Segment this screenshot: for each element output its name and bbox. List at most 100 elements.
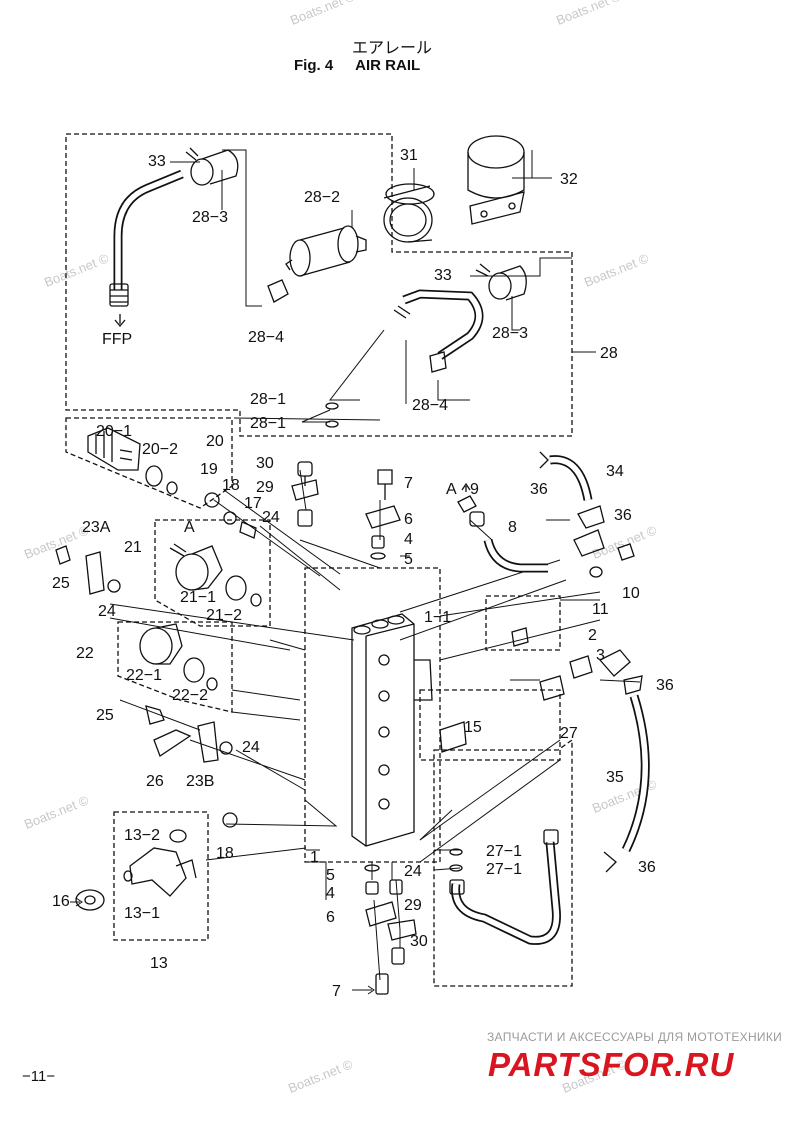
label-28: 28 xyxy=(600,345,618,362)
injector-13-1 xyxy=(123,829,197,897)
nut-18-top xyxy=(223,511,237,525)
label-27-1-b: 27−1 xyxy=(486,861,522,878)
regulator-22-1 xyxy=(139,623,183,665)
oring-20-2-b xyxy=(166,481,178,495)
label-36-c: 36 xyxy=(656,677,674,694)
label-22-1: 22−1 xyxy=(126,667,162,684)
label-27-1-a: 27−1 xyxy=(486,843,522,860)
clip-36-b xyxy=(577,505,605,529)
label-24-left: 24 xyxy=(98,603,116,620)
label-19: 19 xyxy=(200,461,218,478)
label-2: 2 xyxy=(588,627,597,644)
label-25-bottom: 25 xyxy=(96,707,114,724)
label-15 xyxy=(439,721,467,753)
label-26: 26 xyxy=(146,773,164,790)
label-21-2: 21−2 xyxy=(206,607,242,624)
label-33-top: 33 xyxy=(148,153,166,170)
label-21: 21 xyxy=(124,539,142,556)
nut-19 xyxy=(204,492,220,508)
bracket-32 xyxy=(467,135,525,225)
fuel-filter-28-2 xyxy=(285,225,367,277)
label-10: 10 xyxy=(622,585,640,602)
nut-24-left xyxy=(107,579,121,593)
label-24-bottom: 24 xyxy=(404,863,422,880)
bolt-10 xyxy=(617,543,635,561)
group-box-27 xyxy=(433,738,573,987)
label-23A: 23A xyxy=(82,519,111,536)
bolt-25-top xyxy=(55,545,71,565)
washer-29-bottom xyxy=(387,919,417,941)
oring-21-2-b xyxy=(250,593,262,607)
label-13-2: 13−2 xyxy=(124,827,160,844)
label-3: 3 xyxy=(596,647,605,664)
label-28-1-a: 28−1 xyxy=(250,391,286,408)
figure-number: Fig. 4 xyxy=(294,57,334,74)
group-box-s xyxy=(485,595,561,651)
label-21-1: 21−1 xyxy=(180,589,216,606)
label-7-bottom: 7 xyxy=(332,983,341,1000)
label-arrow-A-left: A xyxy=(184,519,195,536)
valve-20-1 xyxy=(87,427,141,471)
washer-16 xyxy=(75,889,105,911)
fitting-ffp xyxy=(109,283,129,307)
label-11: 11 xyxy=(592,601,609,618)
oring-5-bottom xyxy=(364,864,380,872)
label-16: 16 xyxy=(52,893,70,910)
label-13-1: 13−1 xyxy=(124,905,160,922)
washer-11 xyxy=(589,566,603,578)
clip-36-a xyxy=(539,451,549,469)
bolt-7-bottom xyxy=(375,973,389,995)
elbow-fitting xyxy=(573,529,605,557)
label-28-3-top: 28−3 xyxy=(192,209,228,226)
label-6-top: 6 xyxy=(404,511,413,528)
ring-31 xyxy=(383,183,435,243)
oring-22-2-b xyxy=(206,677,218,691)
collar-24-bottom xyxy=(389,879,403,895)
label-22-2: 22−2 xyxy=(172,687,208,704)
regulator-21-1 xyxy=(169,543,223,591)
label-4-top: 4 xyxy=(404,531,413,548)
nut-9 xyxy=(469,511,485,527)
washer-29-top xyxy=(291,479,319,501)
nut-24-mid xyxy=(219,741,233,755)
label-33-bottom: 33 xyxy=(434,267,452,284)
oring-22-2-a xyxy=(183,657,205,683)
nut-18-bottom xyxy=(222,812,238,828)
group-box-22 xyxy=(117,621,233,713)
label-1: 1 xyxy=(310,849,319,866)
elbow-3-right xyxy=(598,649,631,677)
clamp-33-bottom xyxy=(488,272,512,300)
collar-4-top xyxy=(371,535,385,549)
label-24-top: 24 xyxy=(262,509,280,526)
oring-20-2-a xyxy=(145,465,163,487)
group-box-21 xyxy=(154,519,271,627)
plate-6-top xyxy=(365,505,401,529)
label-31: 31 xyxy=(400,147,418,164)
page-number: −11− xyxy=(22,1068,56,1085)
label-29-bottom: 29 xyxy=(404,897,422,914)
label-20: 20 xyxy=(206,433,224,450)
bracket-26 xyxy=(153,729,192,757)
fitting-2 xyxy=(539,675,565,701)
label-28-4-top: 28−4 xyxy=(248,329,284,346)
clip-36-d xyxy=(603,851,617,873)
label-29-top: 29 xyxy=(256,479,274,496)
label-28-2: 28−2 xyxy=(304,189,340,206)
clamp-33-top xyxy=(190,158,214,186)
label-24-mid: 24 xyxy=(242,739,260,756)
label-23B: 23B xyxy=(186,773,214,790)
label-6-bottom: 6 xyxy=(326,909,335,926)
label-25-top: 25 xyxy=(52,575,70,592)
label-8: 8 xyxy=(508,519,517,536)
label-4-bottom: 4 xyxy=(326,885,335,902)
brand-logo: PARTSFOR.RU xyxy=(488,1046,735,1083)
label-18-top: 18 xyxy=(222,477,240,494)
label-28-3-bottom: 28−3 xyxy=(492,325,528,342)
label-36-a: 36 xyxy=(530,481,548,498)
bracket-23B xyxy=(197,721,219,763)
label-5-top: 5 xyxy=(404,551,413,568)
label-20-2: 20−2 xyxy=(142,441,178,458)
label-7-top: 7 xyxy=(404,475,413,492)
